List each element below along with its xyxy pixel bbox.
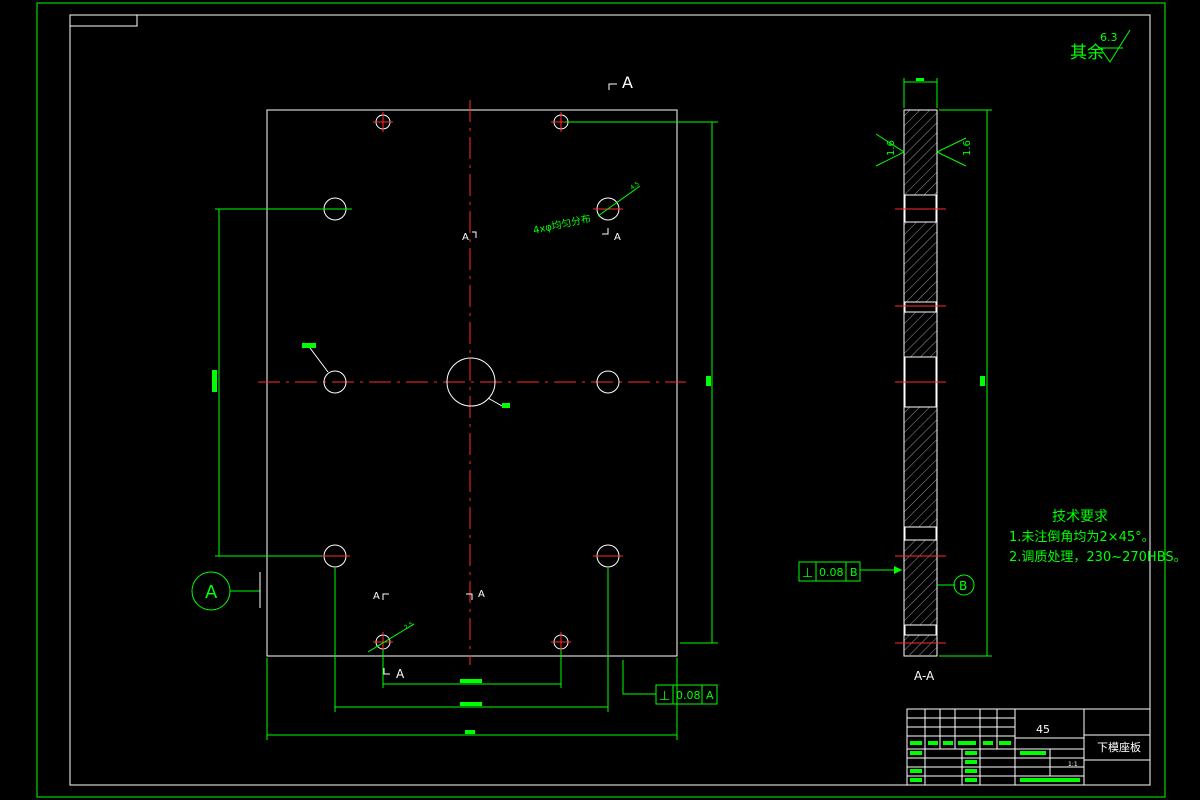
side-hatch-top	[904, 110, 937, 195]
side-hatch-bottom	[904, 635, 937, 655]
outer-frame	[36, 2, 1166, 798]
tech-req-item-1: 1.未注倒角均为2×45°。	[1009, 530, 1155, 545]
tol-front-value: 0.08	[676, 689, 701, 702]
dim-overall-height	[565, 121, 718, 644]
side-section-view	[895, 109, 946, 657]
title-part-name: 下模座板	[1097, 740, 1141, 754]
title-block: 45 下模座板 1:1	[906, 708, 1151, 786]
corner-code-box	[69, 14, 138, 27]
small-hole-leader	[367, 623, 415, 653]
view-label-a: A	[191, 571, 261, 611]
hole-small	[373, 112, 393, 132]
svg-text:1.6: 1.6	[886, 140, 897, 156]
section-letter-top: A	[622, 73, 633, 92]
side-hatch-mid-lower	[904, 407, 937, 527]
dim-overall-width	[266, 658, 678, 740]
dim-medium-hole-span	[334, 568, 609, 712]
side-hatch-mid-upper	[904, 312, 937, 357]
svg-text:A: A	[396, 667, 405, 681]
inner-frame	[69, 14, 1151, 786]
hole-leader-left	[309, 347, 329, 373]
tol-side-value: 0.08	[819, 566, 844, 579]
section-mark-top: A	[608, 73, 633, 92]
cut-mark-3: A	[373, 591, 389, 602]
roughness-left-face: 1.6	[875, 133, 906, 167]
cut-mark-2: A	[602, 228, 621, 243]
svg-text:A: A	[205, 582, 218, 603]
cut-mark-1: A	[462, 231, 477, 243]
bore-leader	[487, 397, 503, 407]
section-title: A-A	[914, 669, 935, 683]
roughness-right-face: 1.6	[935, 137, 973, 167]
tech-req-title: 技术要求	[1052, 509, 1108, 525]
svg-text:1.6: 1.6	[962, 140, 973, 156]
svg-text:A: A	[462, 232, 469, 243]
small-hole-leader-note: 2.5	[403, 621, 415, 632]
svg-text:B: B	[959, 579, 967, 593]
dim-small-hole-span	[382, 650, 562, 688]
tech-req-item-2: 2.调质处理，230~270HBS。	[1009, 550, 1187, 565]
pattern-leader-note: 4.5	[629, 180, 641, 191]
hole-medium	[596, 370, 620, 394]
tolerance-frame-side: ⊥ 0.08 B	[798, 561, 902, 582]
side-hatch-upper	[904, 222, 937, 302]
title-material: 45	[1036, 723, 1050, 736]
hole-medium	[323, 370, 347, 394]
svg-text:A: A	[478, 589, 485, 600]
tol-front-datum: A	[706, 689, 714, 702]
roughness-rest-symbol: 其余 6.3	[1070, 29, 1131, 63]
section-mark-bottom: A	[383, 667, 405, 681]
tol-side-datum: B	[850, 566, 858, 579]
hole-small	[551, 632, 571, 652]
bore-dim-label	[502, 403, 510, 408]
pattern-leader	[597, 185, 641, 217]
tol-front-symbol: ⊥	[659, 689, 670, 704]
cut-mark-4: A	[466, 589, 485, 600]
hole-medium	[320, 544, 350, 568]
side-hole-mid	[904, 301, 937, 313]
dim-hole-span-vertical	[212, 208, 352, 557]
tol-side-symbol: ⊥	[802, 566, 813, 581]
hole-medium	[593, 544, 623, 568]
hole-small	[373, 632, 393, 652]
title-scale: 1:1	[1068, 761, 1078, 768]
bolt-pattern-note: 4xφ均匀分布	[532, 213, 592, 237]
side-outline	[903, 109, 938, 657]
roughness-rest-value: 6.3	[1100, 31, 1118, 44]
dim-side-height	[939, 109, 992, 657]
side-hatch-lower	[904, 540, 937, 625]
tolerance-frame-front: ⊥ 0.08 A	[622, 660, 718, 705]
roughness-check-icon	[1099, 29, 1131, 63]
svg-text:A: A	[614, 232, 621, 243]
title-block-small-text	[910, 741, 1080, 782]
side-cbore-lower	[904, 624, 937, 636]
side-hole-low	[904, 526, 937, 541]
dim-side-thickness	[903, 78, 938, 108]
roughness-rest-label: 其余	[1070, 43, 1104, 63]
plate-outline	[266, 109, 678, 657]
svg-text:A: A	[373, 591, 380, 602]
datum-b: B	[937, 574, 975, 596]
tech-requirements: 技术要求 1.未注倒角均为2×45°。 2.调质处理，230~270HBS。	[1009, 509, 1187, 565]
hole-dim-label	[302, 343, 316, 348]
center-bore	[446, 357, 496, 407]
